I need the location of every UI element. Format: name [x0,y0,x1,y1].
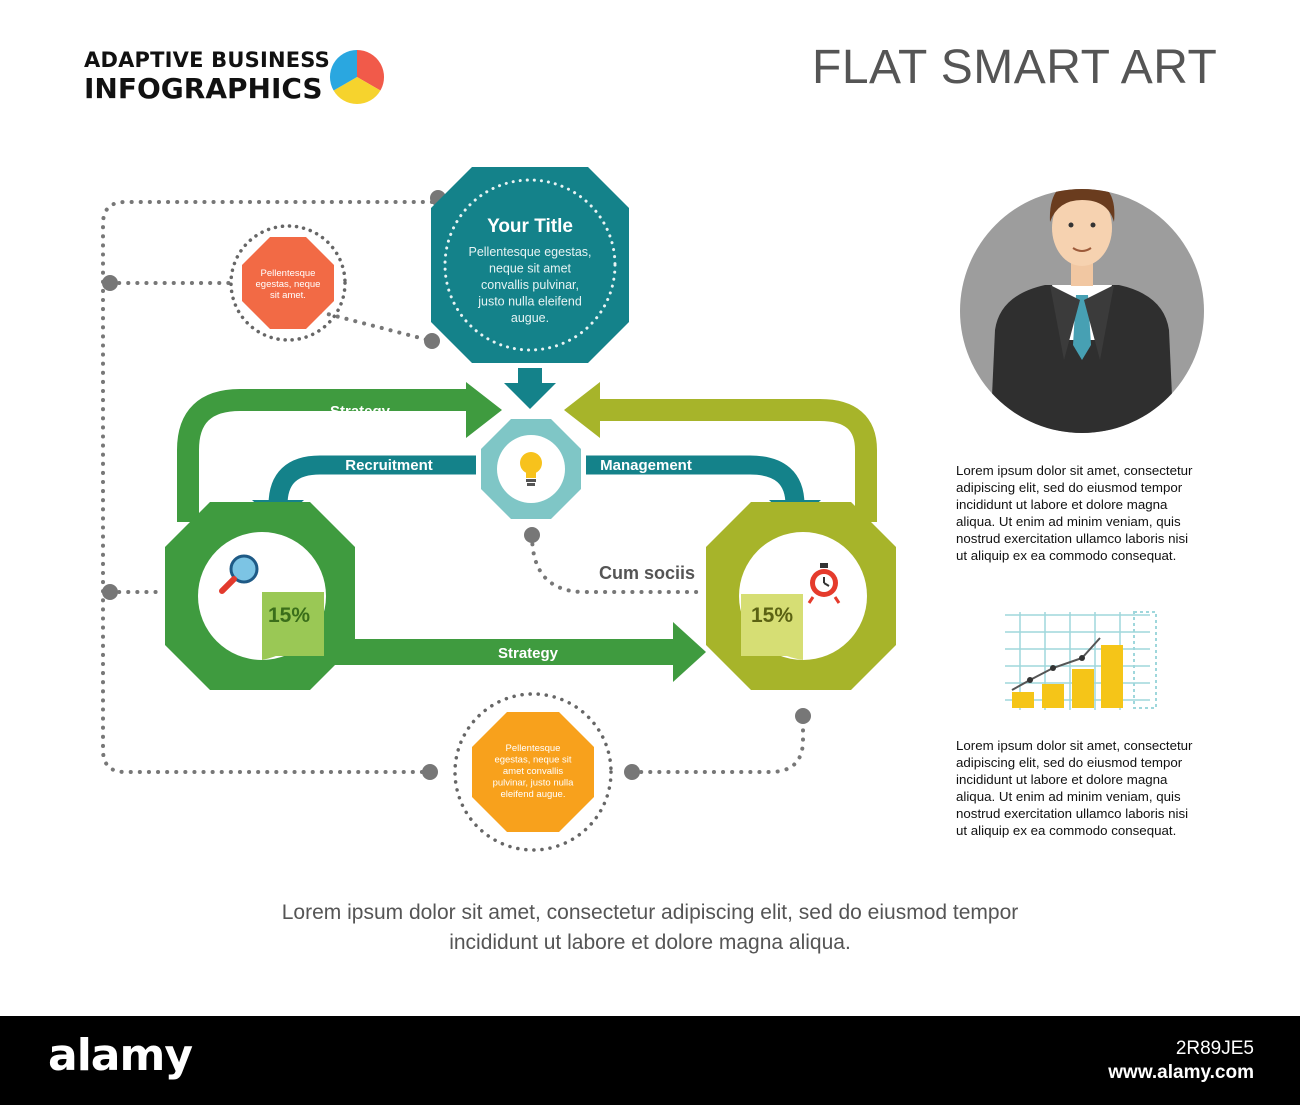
side-paragraph-1-line: nostrud exercitation ullamco laboris nis… [956,531,1189,546]
watermark-brand: alamy [48,1030,193,1081]
footer-text: Lorem ipsum dolor sit amet, consectetur … [200,898,1100,958]
side-paragraph-1-line: aliqua. Ut enim ad minim veniam, quis [956,514,1181,529]
recruitment-label: Recruitment [345,457,433,474]
side-paragraph-2-line: adipiscing elit, sed do eiusmod tempor [956,755,1183,770]
right-node-percent: 15% [751,604,793,627]
connector-dots [102,190,811,780]
bottom-note-line: Pellentesque [506,743,561,754]
top-box-line: neque sit amet [489,262,572,276]
top-box-line: augue. [511,311,549,325]
top-box-title: Your Title [487,216,573,237]
side-paragraph-2-line: ut aliquip ex ea commodo consequat. [956,823,1177,838]
left-node: 15% [165,502,355,690]
center-node [481,419,581,519]
lightbulb-icon [520,452,542,486]
olive-arrowhead [564,382,600,438]
strategy-bottom-label: Strategy [498,645,559,662]
strategy-top-label: Strategy [330,403,391,420]
side-paragraph-2: Lorem ipsum dolor sit amet, consectetur … [956,737,1226,839]
left-node-percent: 15% [268,604,310,627]
pie-logo-icon [329,49,385,105]
side-paragraph-1-line: Lorem ipsum dolor sit amet, consectetur [956,463,1193,478]
page-title: FLAT SMART ART [812,41,1218,94]
image-id: 2R89JE5 [1175,1038,1254,1059]
strategy-top-arrowhead [466,382,502,438]
connector-label: Cum sociis [599,563,695,583]
watermark-bar [0,1016,1300,1105]
left-note-line: sit amet. [270,290,306,301]
recruitment-arrow-body [268,455,476,506]
side-paragraph-1-line: incididunt ut labore et dolore magna [956,497,1168,512]
alarm-clock-icon [807,563,841,604]
strategy-bottom-arrowhead [673,622,706,682]
dotted-connectors [101,200,805,774]
down-arrow [504,368,556,409]
top-box-line: convallis pulvinar, [481,278,579,292]
top-box-text: Pellentesque egestas, neque sit amet conva… [468,245,591,325]
side-paragraph-2-line: nostrud exercitation ullamco laboris nis… [956,806,1189,821]
magnifier-icon [219,554,259,594]
strategy-top-arrow-body [177,389,470,522]
side-paragraph-1: Lorem ipsum dolor sit amet, consectetur … [956,462,1226,564]
coins-growth-chart-icon [1005,611,1157,710]
footer-line-1: Lorem ipsum dolor sit amet, consectetur … [281,901,1019,924]
top-box-line: justo nulla eleifend [477,295,582,309]
side-paragraph-1-line: ut aliquip ex ea commodo consequat. [956,548,1177,563]
strategy-bottom-arrow-body [335,639,677,665]
left-note-line: Pellentesque [261,268,316,279]
top-box-line: Pellentesque egestas, [468,245,591,259]
bottom-note-line: egestas, neque sit [494,755,571,766]
olive-arrow-body [598,399,877,522]
right-node: 15% [706,502,896,690]
management-label: Management [600,457,692,474]
top-title-box: Your Title Pellentesque egestas, neque si… [431,167,629,363]
brand-line-2: INFOGRAPHICS [84,72,323,105]
side-paragraph-2-line: incididunt ut labore et dolore magna [956,772,1168,787]
management-arrow-body [586,455,805,506]
bottom-note-line: amet convallis [503,766,563,777]
side-paragraph-1-line: adipiscing elit, sed do eiusmod tempor [956,480,1183,495]
footer-line-2: incididunt ut labore et dolore magna ali… [449,931,851,954]
side-paragraph-2-line: Lorem ipsum dolor sit amet, consectetur [956,738,1193,753]
bottom-note-line: eleifend augue. [501,789,566,800]
watermark-url: www.alamy.com [1108,1062,1254,1083]
side-paragraph-2-line: aliqua. Ut enim ad minim veniam, quis [956,789,1181,804]
businessman-avatar [960,189,1204,433]
bottom-note-line: pulvinar, justo nulla [493,778,575,789]
brand-line-1: ADAPTIVE BUSINESS [84,48,330,72]
left-note-line: egestas, neque [256,279,321,290]
